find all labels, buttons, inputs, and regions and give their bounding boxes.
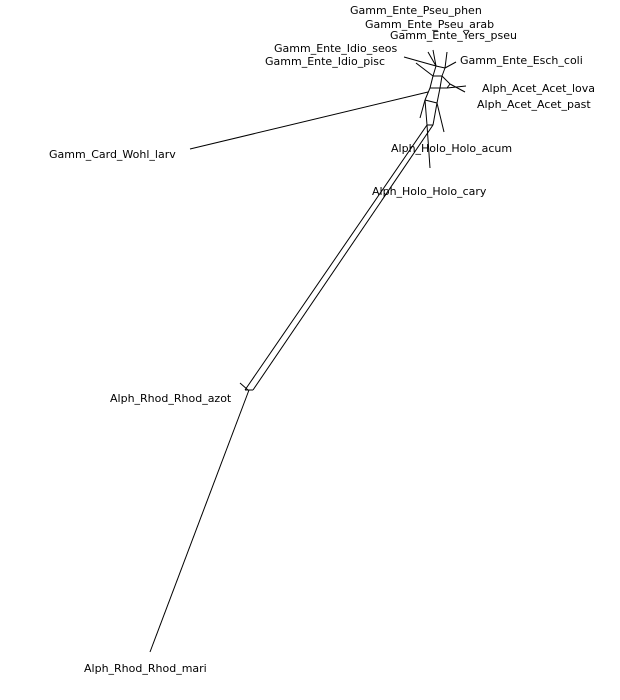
taxon-label-holo-acum: Alph_Holo_Holo_acum: [391, 142, 512, 155]
edge-yers-pseu: [444, 51, 448, 69]
edge-esch-coli: [444, 61, 457, 69]
edge-core-15: [446, 83, 451, 89]
edge-holo-cary: [426, 124, 431, 169]
edge-core-6: [424, 99, 438, 104]
edge-rhod-mari: [149, 389, 250, 653]
taxon-label-pseu-arab: Gamm_Ente_Pseu_arab: [365, 18, 494, 31]
edge-core-4: [436, 87, 441, 104]
taxon-label-rhod-azot: Alph_Rhod_Rhod_azot: [110, 392, 232, 405]
edge-core-16: [419, 99, 426, 119]
taxon-label-rhod-mari: Alph_Rhod_Rhod_mari: [84, 662, 207, 675]
edge-core-1: [424, 99, 428, 126]
edge-core-12: [435, 65, 446, 69]
taxon-label-acet-past: Alph_Acet_Acet_past: [477, 98, 591, 111]
edge-central-split-a: [244, 124, 428, 391]
edge-acet-past: [449, 83, 466, 93]
taxon-label-wohl-larv: Gamm_Card_Wohl_larv: [49, 148, 176, 161]
network-edges: [149, 49, 467, 653]
edge-core-7: [429, 75, 434, 89]
edge-wohl-larv: [189, 91, 429, 150]
taxon-label-acet-lova: Alph_Acet_Acet_lova: [482, 82, 595, 95]
edge-core-3: [424, 87, 431, 101]
edge-core-2: [432, 102, 438, 126]
edge-core-10: [432, 65, 437, 77]
edge-core-14: [441, 75, 451, 85]
taxon-labels: Gamm_Ente_Pseu_phenGamm_Ente_Pseu_arabGa…: [49, 4, 595, 675]
taxon-label-yers-pseu: Gamm_Ente_Yers_pseu: [390, 29, 517, 42]
taxon-label-esch-coli: Gamm_Ente_Esch_coli: [460, 54, 583, 67]
edge-idio-seos: [403, 56, 437, 67]
edge-core-8: [439, 75, 443, 89]
edge-pseu-arab: [432, 49, 437, 67]
taxon-label-idio-seos: Gamm_Ente_Idio_seos: [274, 42, 397, 55]
taxon-label-holo-cary: Alph_Holo_Holo_cary: [372, 185, 487, 198]
edge-core-11: [441, 67, 446, 77]
edge-pseu-phen: [427, 51, 437, 67]
edge-holo-acum: [436, 102, 445, 133]
taxon-label-idio-pisc: Gamm_Ente_Idio_pisc: [265, 55, 385, 68]
taxon-label-pseu-phen: Gamm_Ente_Pseu_phen: [350, 4, 482, 17]
edge-idio-pisc: [415, 62, 434, 77]
edge-central-split-b: [252, 124, 434, 391]
edge-rhod-azot-stub: [239, 382, 249, 391]
